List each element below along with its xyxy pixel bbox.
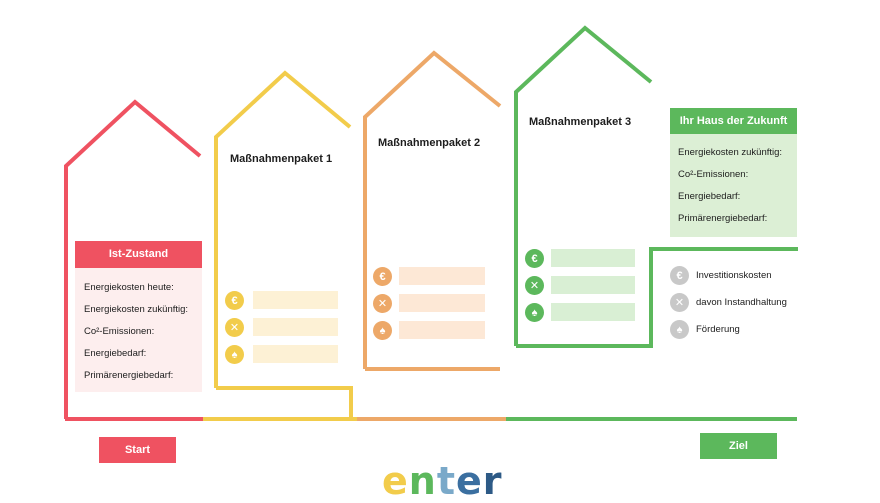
value-bar <box>551 303 635 321</box>
zukunft-row: Energiebedarf: <box>678 191 741 202</box>
hand-euro-icon: ♠ <box>525 303 544 322</box>
hand-euro-icon: ♠ <box>670 320 689 339</box>
package-title-2: Maßnahmenpaket 2 <box>378 137 481 149</box>
haus-der-zukunft-header: Ihr Haus der Zukunft <box>670 108 797 134</box>
start-button[interactable]: Start <box>99 437 176 463</box>
ist-row: Energiebedarf: <box>84 348 147 359</box>
logo-letter: n <box>408 459 437 503</box>
enter-logo: enter <box>382 462 503 500</box>
ziel-button[interactable]: Ziel <box>700 433 777 459</box>
house-outline-yellow <box>214 70 352 388</box>
legend-label-instandhaltung: davon Instandhaltung <box>696 297 787 308</box>
haus-der-zukunft-panel <box>670 134 797 237</box>
hand-euro-icon: ♠ <box>373 321 392 340</box>
logo-letter: t <box>436 459 457 503</box>
euro-icon: € <box>525 249 544 268</box>
house-outline-red <box>64 99 202 419</box>
euro-icon: € <box>225 291 244 310</box>
logo-letter: r <box>482 459 503 503</box>
logo-letter: e <box>456 459 483 503</box>
tools-icon: ✕ <box>373 294 392 313</box>
legend-label-investitionskosten: Investitionskosten <box>696 270 772 281</box>
value-bar <box>253 291 338 309</box>
house-outline-orange <box>363 50 502 369</box>
logo-letter: e <box>382 459 409 503</box>
euro-icon: € <box>373 267 392 286</box>
value-bar <box>399 321 485 339</box>
ist-zustand-header: Ist-Zustand <box>75 241 202 268</box>
value-bar <box>399 294 485 312</box>
tools-icon: ✕ <box>225 318 244 337</box>
house-outline-green <box>514 25 653 346</box>
ist-row: Energiekosten zukünftig: <box>84 304 189 315</box>
value-bar <box>551 276 635 294</box>
zukunft-row: Primärenergiebedarf: <box>678 213 768 224</box>
ist-row: Energiekosten heute: <box>84 282 174 293</box>
euro-icon: € <box>670 266 689 285</box>
legend-label-foerderung: Förderung <box>696 324 740 335</box>
package-title-1: Maßnahmenpaket 1 <box>230 153 333 165</box>
value-bar <box>253 318 338 336</box>
tools-icon: ✕ <box>670 293 689 312</box>
value-bar <box>253 345 338 363</box>
value-bar <box>551 249 635 267</box>
value-bar <box>399 267 485 285</box>
zukunft-row: Co²-Emissionen: <box>678 169 749 180</box>
ist-row: Co²-Emissionen: <box>84 326 155 337</box>
hand-euro-icon: ♠ <box>225 345 244 364</box>
ist-row: Primärenergiebedarf: <box>84 370 174 381</box>
zukunft-row: Energiekosten zukünftig: <box>678 147 783 158</box>
house-outlines <box>64 25 798 421</box>
package-title-3: Maßnahmenpaket 3 <box>529 116 632 128</box>
tools-icon: ✕ <box>525 276 544 295</box>
